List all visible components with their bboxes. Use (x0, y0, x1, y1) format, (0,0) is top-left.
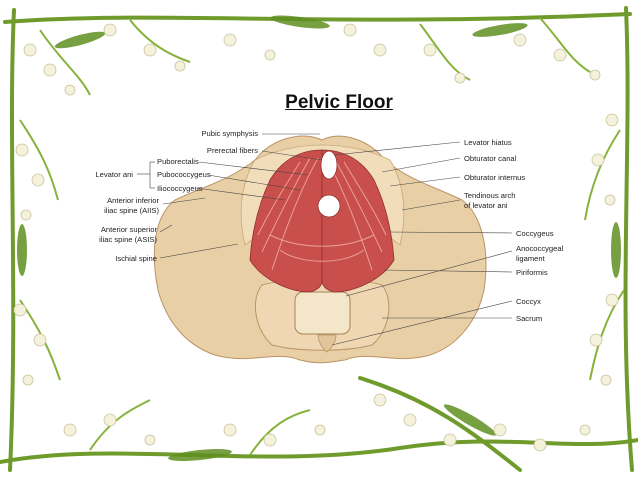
label-aiis-line1: Anterior inferior (107, 196, 159, 205)
label-pubococcygeus: Pubococcygeus (157, 170, 211, 179)
label-puborectalis: Puborectalis (157, 157, 199, 166)
label-coccyx: Coccyx (516, 297, 541, 306)
label-anococcygeal-line1: Anococcygeal (516, 244, 564, 253)
label-obturator-canal: Obturator canal (464, 154, 517, 163)
label-sacrum: Sacrum (516, 314, 542, 323)
label-levator-hiatus: Levator hiatus (464, 138, 512, 147)
label-iliococcygeus: Iliococcygeus (157, 184, 203, 193)
sacrum (254, 279, 390, 353)
slide-title: Pelvic Floor (285, 92, 393, 113)
label-tendinous-arch-line1: Tendinous arch (464, 191, 516, 200)
label-asis-line2: iliac spine (ASIS) (99, 235, 157, 244)
levator-ani-muscles (249, 149, 395, 293)
label-asis-line1: Anterior superior (101, 225, 158, 234)
label-pubic-symphysis: Pubic symphysis (201, 129, 258, 138)
label-piriformis: Piriformis (516, 268, 548, 277)
label-coccygeus: Coccygeus (516, 229, 554, 238)
label-aiis-line2: iliac spine (AIIS) (104, 206, 159, 215)
label-prerectal-fibers: Prerectal fibers (207, 146, 258, 155)
label-tendinous-arch-line2: of levator ani (464, 201, 508, 210)
label-anococcygeal-line2: ligament (516, 254, 546, 263)
label-obturator-internus: Obturator internus (464, 173, 525, 182)
label-levator-ani: Levator ani (95, 170, 133, 179)
label-ischial-spine: Ischial spine (115, 254, 157, 263)
